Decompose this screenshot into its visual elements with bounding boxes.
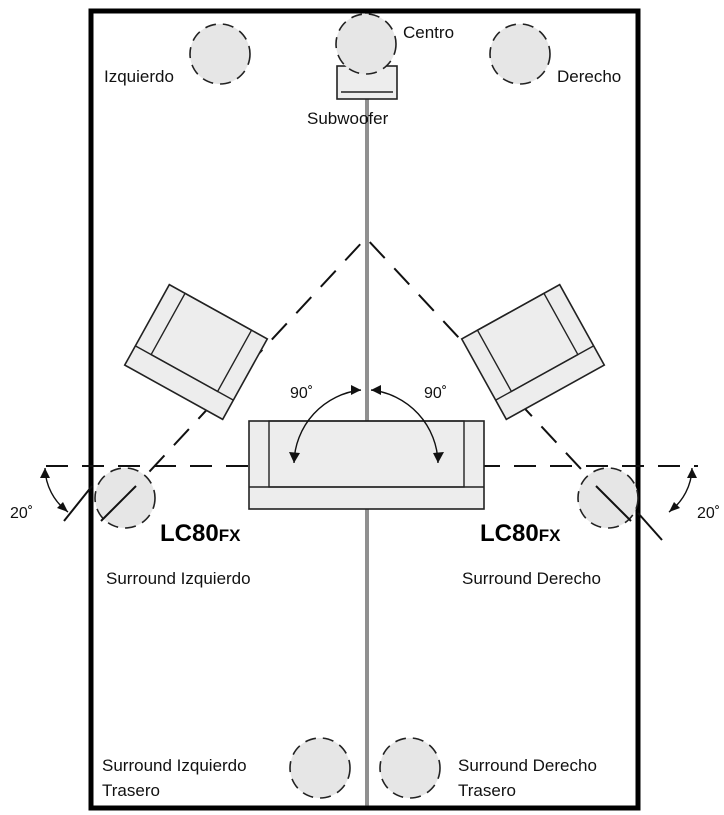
label-surround-left: Surround Izquierdo (106, 569, 251, 588)
listening-angle-arcs (289, 385, 444, 464)
label-center: Centro (403, 23, 454, 42)
label-left: Izquierdo (104, 67, 174, 86)
angle-right-tilt: 20˚ (697, 505, 720, 522)
label-rear-right-line1: Surround Derecho (458, 756, 597, 775)
speaker-right-icon (489, 23, 551, 85)
label-rear-right-line2: Trasero (458, 781, 516, 800)
label-rear-left-line2: Trasero (102, 781, 160, 800)
speaker-rear-left-icon (289, 737, 351, 799)
speaker-rear-right-icon (379, 737, 441, 799)
tilt-indicator-left (40, 467, 93, 522)
angle-left-listen: 90˚ (290, 385, 313, 402)
angle-right-listen: 90˚ (424, 385, 447, 402)
model-right: LC80FX (480, 520, 561, 547)
armchair-right (460, 283, 606, 421)
speaker-center-icon (335, 13, 397, 75)
angle-left-tilt: 20˚ (10, 505, 33, 522)
model-left: LC80FX (160, 520, 241, 547)
armchair-left (123, 283, 269, 421)
room-outline (88, 8, 641, 811)
speaker-surround-left-icon (94, 467, 156, 529)
speaker-surround-right-icon (577, 467, 639, 529)
sofa (248, 420, 485, 510)
label-right: Derecho (557, 67, 621, 86)
label-rear-left-line1: Surround Izquierdo (102, 756, 247, 775)
speaker-left-icon (189, 23, 251, 85)
tilt-indicator-right (637, 467, 697, 541)
label-surround-right: Surround Derecho (462, 569, 601, 588)
label-subwoofer: Subwoofer (307, 109, 389, 128)
